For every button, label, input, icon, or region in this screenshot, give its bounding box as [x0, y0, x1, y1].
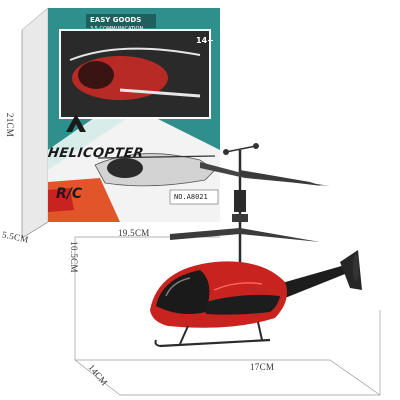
heli-rotor-hub [234, 190, 246, 212]
heli-flybar-weight-right [253, 143, 259, 149]
heli-skid-tip [154, 339, 161, 347]
heli-canopy-highlight [165, 277, 191, 297]
box-rc-label: R/C [56, 186, 83, 202]
heli-skid-bar [159, 338, 271, 348]
heli-lower-rotor [170, 228, 320, 242]
heli-tail-boom [275, 265, 350, 300]
box-model-tag-bg [169, 189, 219, 205]
heli-canopy [156, 270, 210, 314]
box-window-rotor [69, 47, 201, 61]
box-window-tail [119, 88, 201, 98]
heli-side-stripe [205, 294, 280, 315]
box-age-label: 14+ [196, 36, 214, 45]
box-side-panel [21, 7, 49, 239]
heli-skid-strut-rear [257, 321, 263, 341]
box-red-badge [48, 188, 74, 212]
box-top-strip [86, 14, 156, 28]
dimension-heli-width: 19.5CM [118, 228, 150, 238]
box-window-heli-cockpit [78, 61, 114, 89]
dimension-box-height: 21CM [5, 112, 16, 138]
heli-tail-rotor [353, 254, 359, 282]
dimension-heli-length: 17CM [250, 362, 275, 372]
heli-accent-stripe [213, 282, 263, 291]
heli-swashplate [232, 214, 248, 222]
box-model-code: NO.A8021 [174, 193, 208, 201]
box-logo-a [66, 114, 86, 132]
box-heli-canopy [107, 158, 143, 178]
box-top-strip-subtext: 3.5 COMMUNICATION [90, 26, 144, 32]
dimension-frame [21, 30, 381, 396]
box-top-strip-text: EASY GOODS [90, 16, 142, 24]
heli-flybar [225, 145, 257, 153]
box-brand-title: HELICOPTER [46, 146, 145, 161]
heli-upper-rotor-right [240, 170, 322, 186]
box-heli-rotor-line [97, 155, 216, 159]
dimension-heli-height: 10.5CM [68, 241, 79, 273]
heli-flybar-weight-left [223, 149, 229, 155]
heli-skid-strut-front [179, 325, 189, 345]
